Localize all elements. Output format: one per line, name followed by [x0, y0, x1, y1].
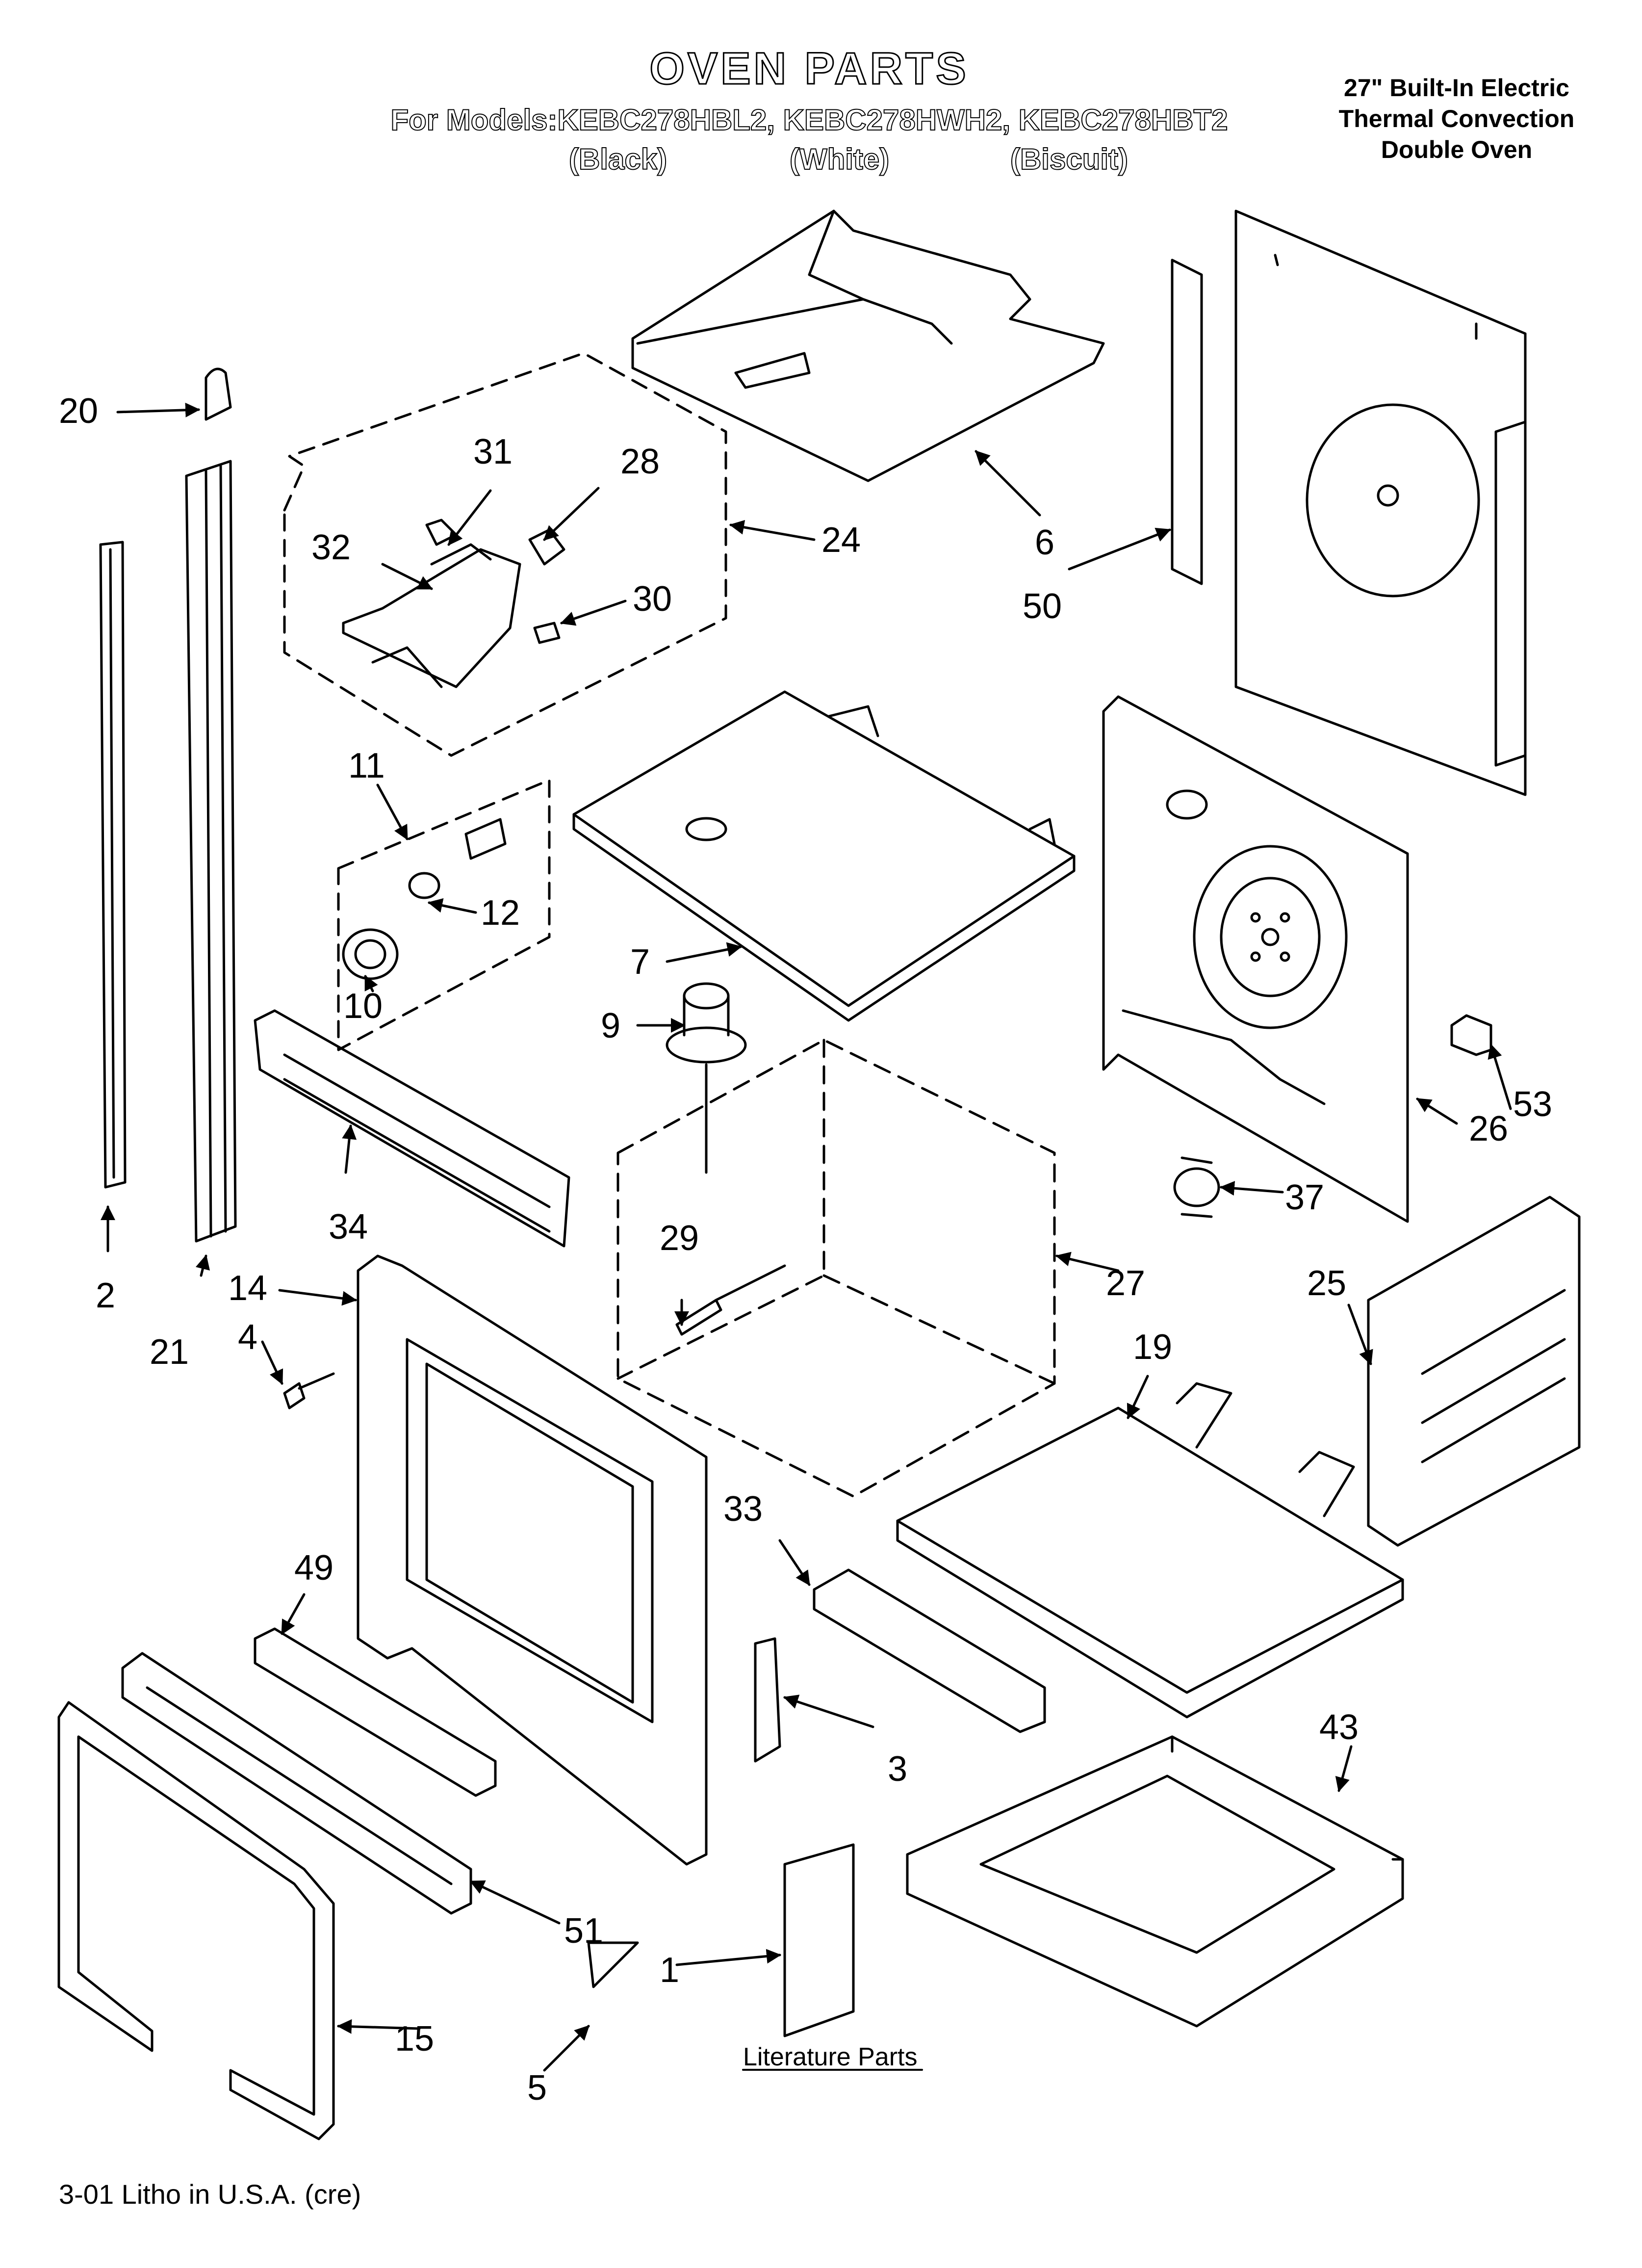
part-11-light-assembly — [337, 779, 551, 1051]
part-27-oven-cavity — [616, 1039, 1056, 1498]
callout-43: 43 — [1319, 1708, 1359, 1747]
callout-31: 31 — [473, 432, 513, 471]
part-37-thermostat — [1173, 1156, 1220, 1218]
part-7-upper-cover — [572, 690, 1076, 1022]
callout-19: 19 — [1133, 1328, 1172, 1367]
part-2-side-trim — [99, 541, 127, 1189]
part-9-fan-motor — [666, 982, 747, 1174]
part-26-convection-side-panel — [1102, 695, 1409, 1223]
part-3-bracket — [754, 1637, 781, 1763]
callout-6: 6 — [1035, 523, 1054, 562]
callout-numbers: 20 31 28 32 30 24 6 50 11 12 10 7 9 53 2… — [59, 391, 1552, 2108]
callout-2: 2 — [96, 1276, 115, 1315]
callout-29: 29 — [660, 1219, 699, 1258]
part-51-trim-bar — [121, 1652, 472, 1915]
part-4-screw — [283, 1372, 335, 1409]
callout-49: 49 — [294, 1548, 334, 1588]
callout-53: 53 — [1513, 1085, 1552, 1124]
callout-15: 15 — [395, 2019, 434, 2059]
part-34-vent-grille — [254, 1009, 570, 1248]
description-line-2: Thermal Convection — [1338, 105, 1575, 132]
callout-24: 24 — [821, 521, 861, 560]
callout-3: 3 — [888, 1749, 907, 1789]
callout-32: 32 — [311, 528, 351, 567]
callout-30: 30 — [633, 579, 672, 619]
part-24-control-housing — [283, 352, 727, 757]
page-title: OVEN PARTS — [649, 43, 969, 95]
callout-1: 1 — [660, 1951, 679, 1990]
callout-27: 27 — [1106, 1264, 1145, 1303]
callout-5: 5 — [527, 2068, 547, 2108]
callout-9: 9 — [601, 1006, 620, 1045]
part-43-bottom-pan — [906, 1735, 1404, 2028]
part-29-sensor — [675, 1264, 786, 1336]
part-19-floor-tray — [896, 1382, 1404, 1719]
callout-11: 11 — [348, 746, 385, 785]
part-21-side-channel — [185, 460, 237, 1243]
part-5-plate — [587, 1941, 639, 1988]
callout-12: 12 — [481, 893, 520, 933]
models-line: For Models:KEBC278HBL2, KEBC278HWH2, KEB… — [390, 103, 1228, 137]
part-25-side-panel — [1367, 1196, 1581, 1547]
callout-50: 50 — [1023, 587, 1062, 626]
part-1-literature — [783, 1843, 855, 2037]
literature-parts-label: Literature Parts — [743, 2043, 918, 2071]
callout-leaders — [101, 402, 1512, 2072]
description-line-1: 27" Built-In Electric — [1344, 74, 1569, 102]
color-label-black: (Black) — [568, 142, 667, 176]
part-15-door-gasket — [57, 1701, 335, 2140]
callout-51: 51 — [564, 1911, 603, 1951]
callout-14: 14 — [228, 1269, 267, 1308]
callout-20: 20 — [59, 391, 98, 431]
part-50-rear-panel — [1171, 209, 1527, 796]
callout-28: 28 — [620, 442, 660, 481]
part-6-top-duct — [631, 209, 1105, 482]
part-49-kick-plate — [254, 1627, 497, 1797]
callout-7: 7 — [630, 942, 650, 982]
callout-25: 25 — [1307, 1264, 1346, 1303]
litho-footer: 3-01 Litho in U.S.A. (cre) — [59, 2179, 361, 2210]
callout-34: 34 — [329, 1207, 368, 1247]
callout-37: 37 — [1285, 1178, 1324, 1217]
color-label-white: (White) — [789, 142, 890, 176]
callout-33: 33 — [723, 1489, 763, 1529]
description-line-3: Double Oven — [1381, 136, 1533, 163]
callout-10: 10 — [343, 987, 383, 1026]
callout-26: 26 — [1469, 1109, 1508, 1148]
part-33-angle-rail — [813, 1568, 1046, 1733]
color-label-biscuit: (Biscuit) — [1010, 142, 1129, 176]
part-53-bracket — [1450, 1014, 1492, 1056]
callout-21: 21 — [150, 1332, 189, 1372]
part-14-front-frame — [357, 1254, 708, 1866]
callout-4: 4 — [238, 1318, 257, 1357]
part-20-cap — [205, 367, 232, 421]
